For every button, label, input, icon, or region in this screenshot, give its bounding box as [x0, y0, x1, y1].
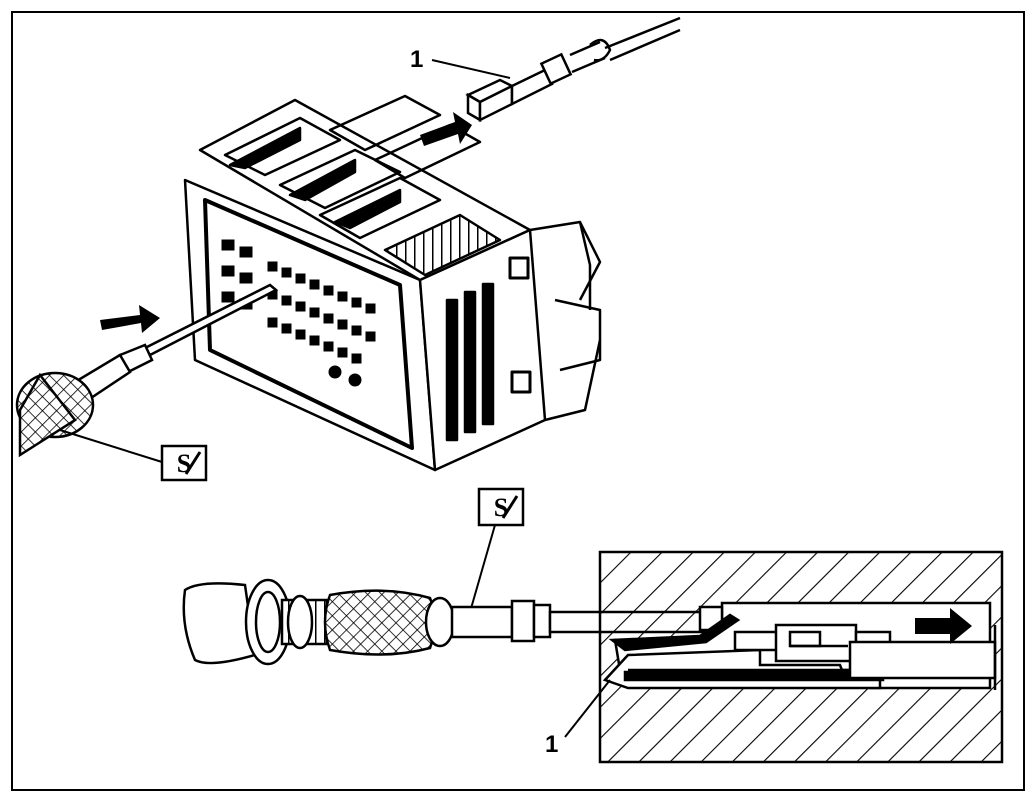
- callout-label-top: 1: [410, 46, 423, 73]
- removal-tool-lower: [182, 578, 722, 666]
- service-tool-symbol-icon: S: [469, 487, 525, 613]
- service-tool-symbol-icon: S: [59, 429, 208, 482]
- connector-housing: [183, 94, 602, 472]
- connector-cross-section: [598, 550, 1004, 764]
- svg-text:S: S: [494, 493, 508, 522]
- insert-arrow-left: [100, 305, 160, 333]
- callout-label-bottom: 1: [545, 731, 558, 758]
- removal-tool-upper: [15, 283, 279, 458]
- insert-arrow-top: [420, 112, 472, 146]
- removal-direction-arrow: [915, 608, 972, 644]
- svg-text:S: S: [177, 449, 191, 478]
- terminal-top: [465, 16, 681, 123]
